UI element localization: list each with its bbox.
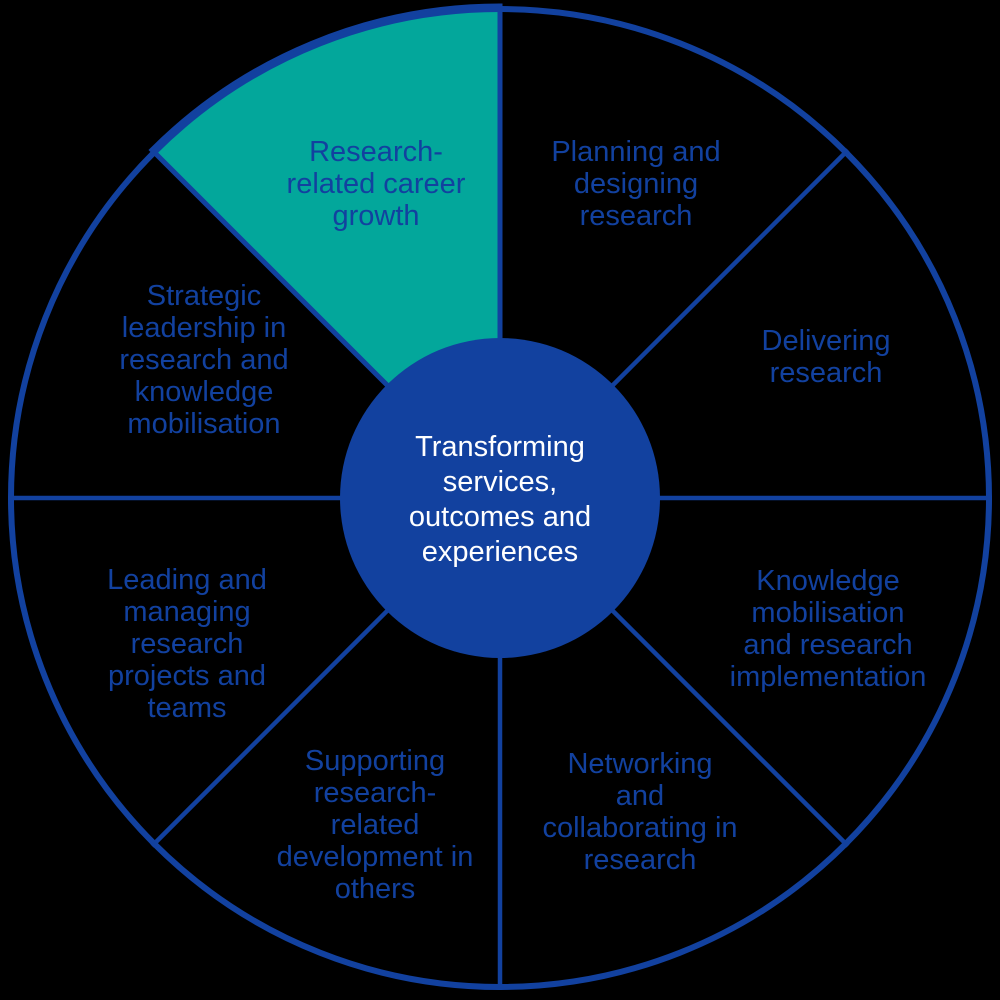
- hub-circle: [340, 338, 660, 658]
- segment-label-strategic-leadership-in-research-and-knowledge-mobilisation: Strategic leadership in research and kno…: [119, 280, 289, 440]
- segment-label-leading-and-managing-research-projects-and-teams: Leading and managing research projects a…: [107, 564, 267, 724]
- segment-label-networking-and-collaborating-in-research: Networking and collaborating in research: [542, 748, 738, 876]
- segment-label-planning-and-designing-research: Planning and designing research: [551, 136, 721, 232]
- segment-label-supporting-research-related-development-in-others: Supporting research- related development…: [276, 745, 474, 905]
- hub-label: Transforming services, outcomes and expe…: [408, 431, 592, 568]
- segment-label-delivering-research: Delivering research: [761, 325, 891, 389]
- outer-ring: [8, 6, 992, 990]
- segment-label-research-related-career-growth: Research- related career growth: [286, 136, 466, 232]
- segment-label-knowledge-mobilisation-and-research-implementation: Knowledge mobilisation and research impl…: [729, 565, 927, 693]
